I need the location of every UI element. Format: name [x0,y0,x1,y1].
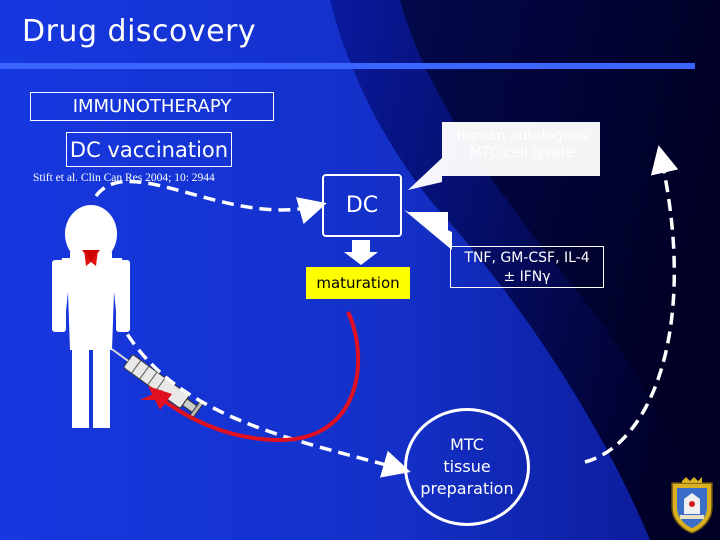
title-underline-bar [0,63,695,69]
dashed-arrow-person-to-dc [94,179,327,225]
cytokines-line-2: ± IFNγ [503,269,551,285]
cytokine-block-arrow [404,210,452,250]
cytokines-box: TNF, GM-CSF, IL-4 ± IFNγ [450,246,604,288]
slide-title: Drug discovery [22,14,257,49]
dc-box: DC [322,174,402,237]
dc-label: DC [345,193,379,218]
syringe-icon [111,348,205,422]
person-icon [52,205,130,428]
dashed-arrow-tissue-to-lysate [584,145,679,464]
maturation-label: maturation [316,274,400,292]
lysate-line-2: MTC cell lysate [469,145,575,161]
immunotherapy-label: IMMUNOTHERAPY [72,96,232,117]
tissue-line-2: tissue [443,457,491,476]
cytokines-line-1: TNF, GM-CSF, IL-4 [464,250,590,266]
dc-vaccination-box: DC vaccination [66,132,232,167]
tissue-line-1: MTC [450,435,484,454]
immunotherapy-box: IMMUNOTHERAPY [30,92,274,121]
dc-vaccination-label: DC vaccination [69,137,229,162]
lysate-label: human autologous MTC cell lysate [447,128,597,162]
mtc-tissue-circle: MTC tissue preparation [404,408,530,526]
tissue-line-3: preparation [420,479,514,498]
down-arrow-dc-maturation [344,240,378,265]
dashed-arrow-person-to-tissue [116,317,411,478]
red-return-arrow [140,311,361,443]
maturation-box: maturation [306,267,410,299]
reference-citation: Stift et al. Clin Can Res 2004; 10: 2944 [33,172,215,184]
lysate-line-1: human autologous [456,128,588,144]
lysate-block-arrow [408,122,600,190]
university-crest-icon [671,477,713,534]
